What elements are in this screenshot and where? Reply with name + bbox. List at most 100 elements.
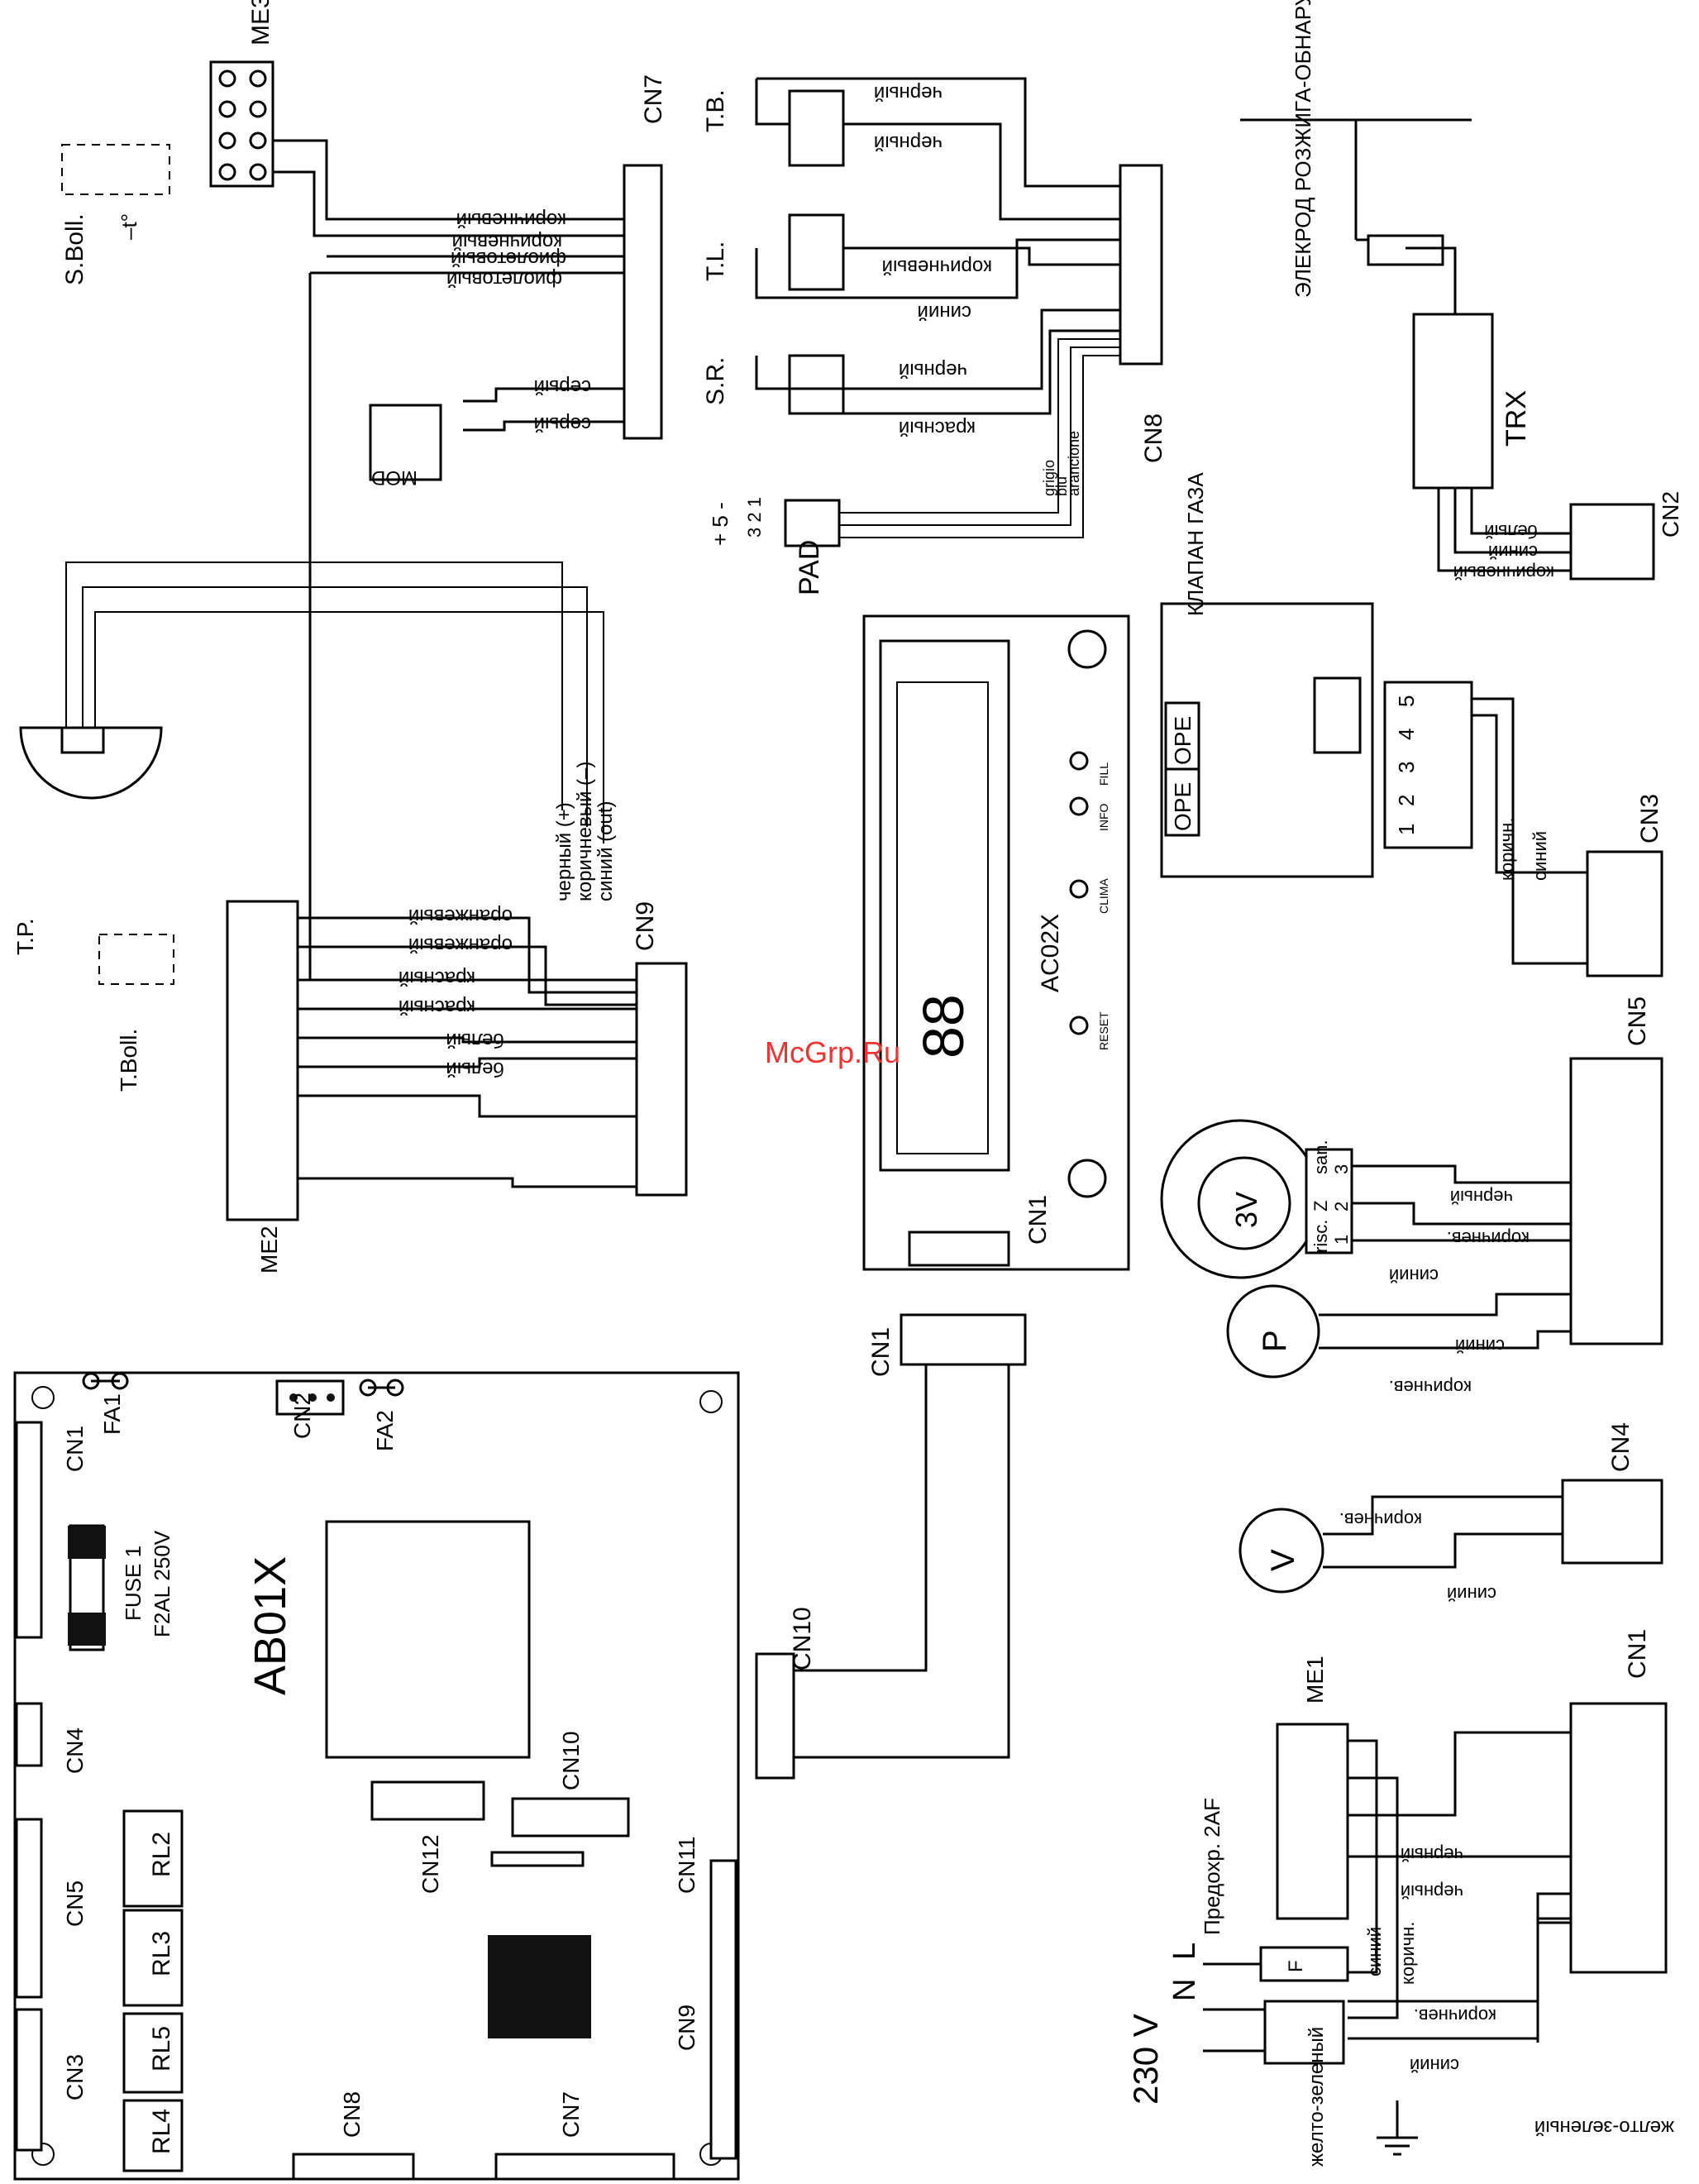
cn3-pin: 4 [1394,729,1419,740]
ope-label: OPE [1170,716,1196,765]
cn7-wires: коричневый коричневый фиолетовый фиолето… [273,139,624,982]
cn8-wire-label: красный [899,417,976,439]
display-board-title: AC02X [1037,914,1064,992]
cn4-label: CN4 [1607,1422,1635,1472]
button-k3[interactable] [1069,879,1089,899]
sboll-temp-symbol: –t° [117,213,141,240]
cn9-wire-label: белый [446,1029,504,1051]
display-cn1-header [908,1231,1010,1267]
button-k4-caption: FILL [1097,762,1110,786]
cn7-label: CN7 [640,74,667,124]
motor-pin-label: Z [1310,1201,1331,1211]
board-cn7-label: CN7 [558,2091,584,2138]
fuse-rating: F2AL 250V [150,1530,174,1637]
sensor-tboll [98,934,174,985]
cn1-plug-label: CN1 [867,1327,895,1377]
board-cn1 [15,1421,43,1639]
motor-label: 3V [1229,1192,1263,1228]
cn7-wire-label: коричневый [456,208,566,231]
cn9-connector [635,962,688,1197]
power-cn1-label: CN1 [1624,1629,1651,1679]
ope-coil [1164,767,1200,837]
board-cn4 [15,1702,43,1767]
motor-pin-label: risc. [1310,1220,1331,1253]
cn3-pin: 3 [1394,762,1419,773]
cn3-plug [1383,681,1473,849]
button-k2[interactable] [1069,796,1089,816]
cn8-connector [1119,164,1163,366]
knob-top[interactable] [1067,629,1107,669]
me1-wire-label: коричн. [1397,1922,1418,1985]
cn10-plug [755,1652,795,1780]
relay-rl3: RL3 [148,1931,175,1976]
pump-label: P [1257,1330,1293,1352]
terminal-me1 [1276,1723,1349,1920]
relay-rl5: RL5 [148,2026,175,2072]
tp-label: T.P. [12,918,38,955]
terminal-me3 [209,60,274,188]
cn9-wire-label: оранжевый [408,905,513,927]
board-cn2-label: CN2 [289,1393,315,1439]
ground-label-right: желто-зеленый [1534,2116,1674,2139]
cn3-label: CN3 [1636,794,1663,843]
sensor-tb [788,89,845,167]
cn7-wire-label: серый [534,375,591,398]
board-cn4-label: CN4 [62,1728,88,1774]
diverter-motor-inner [1197,1156,1291,1250]
cn2-wire-label: синий [1488,542,1538,562]
cn9-label: CN9 [632,901,659,951]
fan [1238,1508,1324,1594]
neutral-label: N [1167,1979,1202,2001]
button-k1[interactable] [1069,1016,1089,1035]
board-cn9 [709,1859,737,2160]
cn1-plug [900,1313,1027,1366]
main-board-title: AB01X [246,1556,295,1695]
gas-valve-label: КЛАПАН ГАЗА [1183,472,1208,616]
display-buttons: FILL INFO CLIMA RESET [1069,751,1110,1050]
cn10-plug-label: CN10 [789,1607,816,1670]
ope-label: OPE [1170,782,1196,831]
cn9-wires: оранжевый оранжевый красный красный белы… [298,762,637,1188]
board-cn3 [15,2008,43,2152]
cn4-wire-label: коричнев. [1339,1509,1422,1530]
cn4-connector [1561,1479,1663,1565]
tb-label: T.B. [702,89,729,132]
motor-pin-num: 3 [1331,1164,1352,1174]
fa2-jumper [359,1379,404,1397]
sensor-sr [788,354,845,415]
lcd-panel [879,639,1010,1172]
tl-label: T.L. [702,241,729,281]
fa1-jumper [82,1372,129,1390]
button-k4[interactable] [1069,751,1089,771]
display-board: 88 AC02X FILL INFO CLIMA RESET CN1 [862,614,1130,1271]
ground-label: желто-зеленый [1305,2027,1328,2167]
cn7-wire-label: серый [534,413,591,435]
board-cn11-header [490,1851,585,1867]
pad-wire-label: blu [1053,476,1070,496]
knob-bottom[interactable] [1067,1159,1107,1198]
pad-pins: 3 2 1 [744,497,765,538]
cn9-wire-label: белый [446,1058,504,1080]
board-cn3-label: CN3 [62,2054,88,2100]
cn2-connector [1569,503,1655,581]
electrode [1240,118,1472,266]
trx-label: TRX [1501,390,1532,447]
cn5-wire-label: синий [1455,1336,1505,1356]
cn3-wire-label: коричн. [1496,818,1517,881]
line-fuse-label: Предохр. 2AF [1200,1798,1224,1935]
me2-label: ME2 [256,1226,282,1274]
cn3-pin-numbers: 5 4 3 2 1 [1394,695,1419,835]
voltage-label: 230 V [1126,2014,1165,2105]
cn8-wire-label: синий [918,301,971,323]
cn8-wire-label: коричневый [882,256,992,278]
cn3-pin: 1 [1394,824,1419,835]
cn9-label-blue: синий (out) [594,801,617,902]
cn4-wire-label: синий [1447,1584,1496,1604]
cn3-wires: коричн. синий [1472,697,1587,965]
motor-pin-num: 2 [1331,1202,1352,1211]
line-label: L [1167,1943,1202,1960]
sr-label: S.R. [702,357,729,405]
pad-symbols: + 5 - [708,502,733,546]
electrode-label: ЭЛЕКРОД РОЗЖИГА-ОБНАРУЖЕНИЯ [1291,0,1315,298]
cn7-wire-label: фиолетовый [446,268,562,290]
